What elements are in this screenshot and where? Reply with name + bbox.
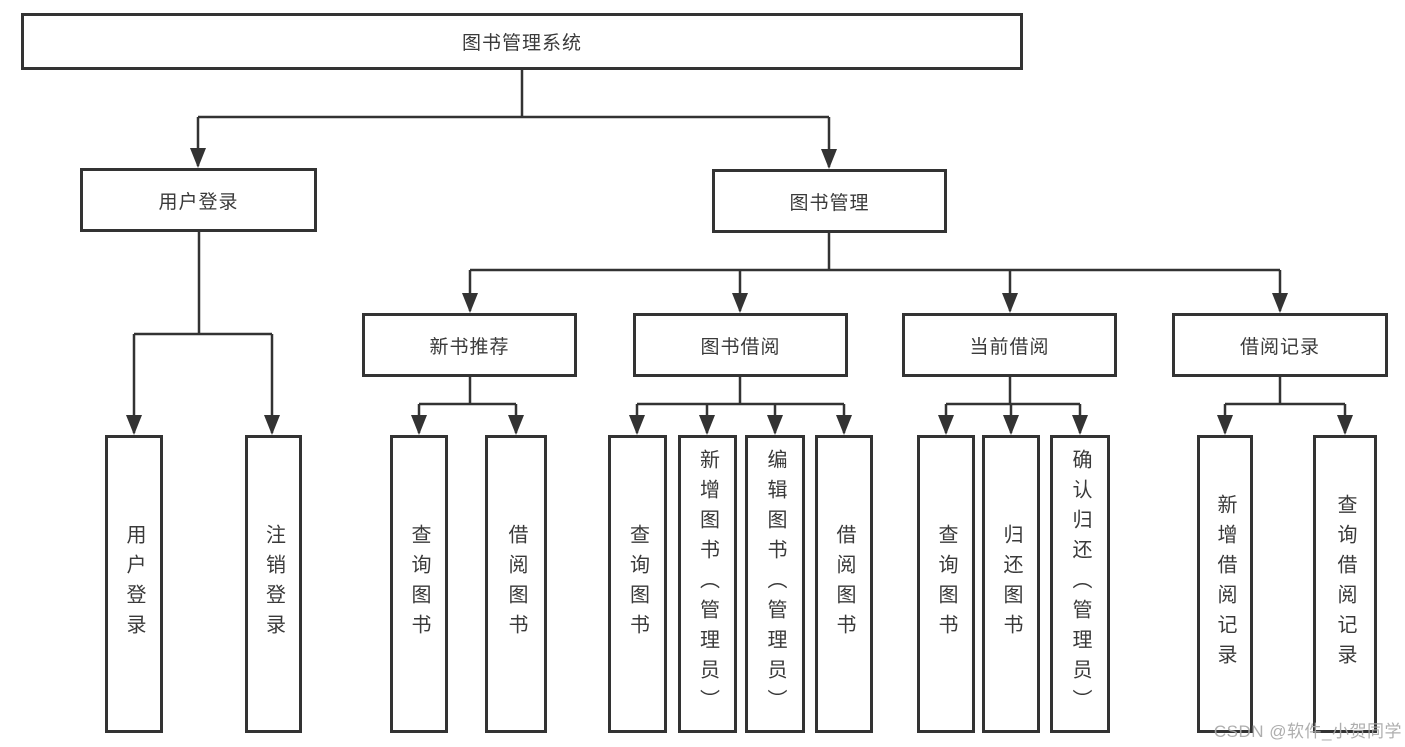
node-label: 图书管理 [789, 192, 870, 214]
node-label: 归还图书 [1000, 524, 1022, 644]
node-new-book-recommend: 新书推荐 [362, 313, 577, 377]
node-borrow-records: 借阅记录 [1172, 313, 1388, 377]
node-label: 确认归还（管理员） [1069, 449, 1091, 719]
node-label: 查询图书 [626, 524, 649, 644]
node-label: 图书管理系统 [461, 33, 582, 54]
leaf-add-book-admin: 新增图书（管理员） [678, 435, 737, 733]
node-label: 借阅记录 [1239, 336, 1320, 358]
node-label: 借阅图书 [833, 524, 855, 644]
leaf-borrow-book-recommend: 借阅图书 [485, 435, 547, 733]
node-label: 查询图书 [408, 524, 430, 644]
leaf-user-login: 用户登录 [105, 435, 163, 733]
node-label: 用户登录 [123, 524, 145, 644]
leaf-query-book-current: 查询图书 [917, 435, 975, 733]
node-label: 编辑图书（管理员） [764, 449, 786, 719]
node-current-borrow: 当前借阅 [902, 313, 1117, 377]
node-user-login: 用户登录 [80, 168, 317, 232]
leaf-query-book-recommend: 查询图书 [390, 435, 448, 733]
csdn-watermark: CSDN @软件_小贺同学 [1213, 722, 1402, 741]
node-label: 图书借阅 [700, 336, 781, 358]
leaf-confirm-return-admin: 确认归还（管理员） [1050, 435, 1110, 733]
leaf-edit-book-admin: 编辑图书（管理员） [745, 435, 805, 733]
leaf-query-borrow-record: 查询借阅记录 [1313, 435, 1377, 733]
leaf-logout: 注销登录 [245, 435, 302, 733]
leaf-return-book: 归还图书 [982, 435, 1040, 733]
edge-lines [132, 70, 1347, 433]
node-root: 图书管理系统 [21, 13, 1023, 70]
node-label: 用户登录 [158, 191, 239, 213]
node-label: 新书推荐 [429, 336, 510, 358]
leaf-query-book-borrow: 查询图书 [608, 435, 667, 733]
arrowhead-icons [126, 148, 1353, 435]
node-label: 新增图书（管理员） [696, 449, 719, 719]
leaf-borrow-book: 借阅图书 [815, 435, 873, 733]
node-label: 新增借阅记录 [1214, 494, 1236, 674]
leaf-add-borrow-record: 新增借阅记录 [1197, 435, 1253, 733]
node-label: 借阅图书 [505, 524, 527, 644]
node-label: 查询图书 [935, 524, 957, 644]
node-label: 当前借阅 [969, 336, 1050, 358]
node-label: 查询借阅记录 [1334, 494, 1356, 674]
node-book-management: 图书管理 [712, 169, 947, 233]
node-label: 注销登录 [262, 524, 285, 644]
node-book-borrow: 图书借阅 [633, 313, 848, 377]
